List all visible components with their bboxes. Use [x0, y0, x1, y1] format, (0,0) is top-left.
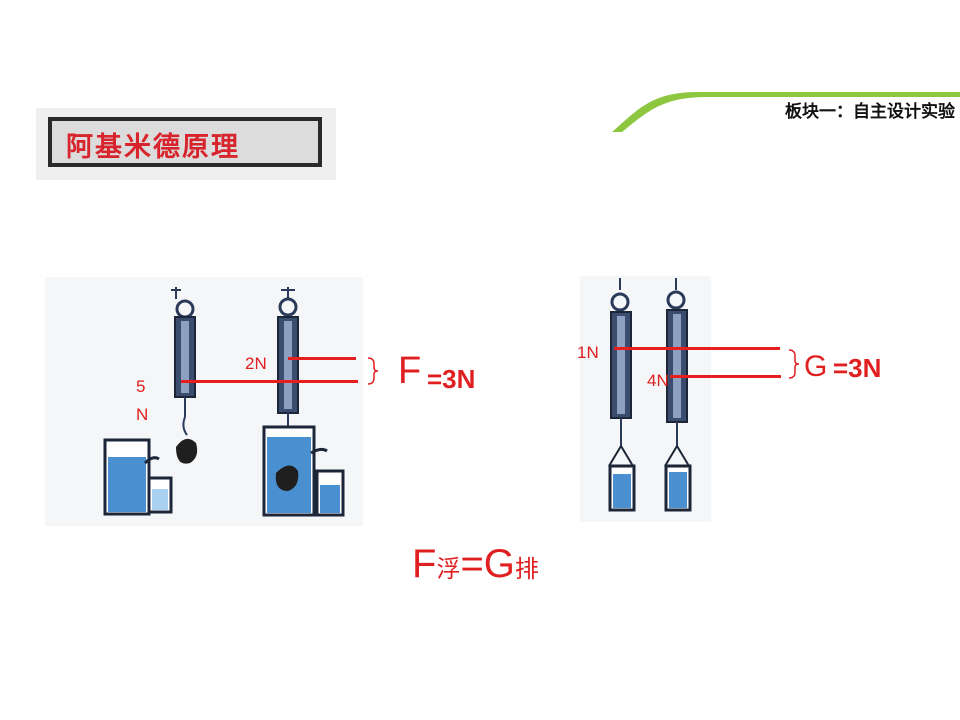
label-4n: 4N [647, 371, 669, 390]
reading-line-2n [288, 357, 356, 360]
formula-eq: = [460, 542, 484, 586]
banner-title: 板块一：自主设计实验 [785, 102, 955, 122]
brace-right [788, 349, 800, 379]
archimedes-formula: F浮=G排 [412, 542, 539, 587]
overflow-beaker-2 [262, 425, 345, 517]
spring-scale-4 [664, 278, 692, 512]
page-title: 阿基米德原理 [66, 132, 240, 163]
apparatus-illustration-left [103, 287, 345, 517]
label-n: N [136, 405, 149, 424]
spring-scale-3 [608, 278, 636, 512]
buoyancy-symbol: F [398, 350, 422, 392]
label-5: 5 [136, 377, 146, 396]
reading-line-1n [614, 347, 780, 350]
formula-g-sub: 排 [514, 556, 539, 583]
experiment-image-left [45, 277, 363, 526]
formula-f-sub: 浮 [436, 556, 461, 583]
buoyancy-value: =3N [427, 364, 476, 394]
reading-line-4n [670, 375, 781, 378]
formula-f: F [412, 542, 437, 586]
banner-shape [612, 92, 960, 132]
overflow-beaker-1 [103, 438, 173, 516]
experiment-image-right [580, 276, 711, 522]
apparatus-illustration-right [608, 278, 692, 512]
label-1n: 1N [577, 343, 599, 362]
reading-line-5n [181, 380, 358, 383]
formula-g: G [483, 542, 515, 586]
label-2n: 2N [245, 354, 267, 373]
title-frame: 阿基米德原理 [48, 117, 322, 167]
displaced-weight-symbol: G [804, 350, 828, 383]
brace-left [367, 357, 379, 385]
spring-scale-1 [171, 287, 198, 464]
spring-scale-2 [277, 287, 299, 437]
displaced-weight-value: =3N [833, 353, 882, 383]
section-banner: 板块一：自主设计实验 [612, 92, 960, 132]
title-box: 阿基米德原理 [36, 108, 336, 180]
